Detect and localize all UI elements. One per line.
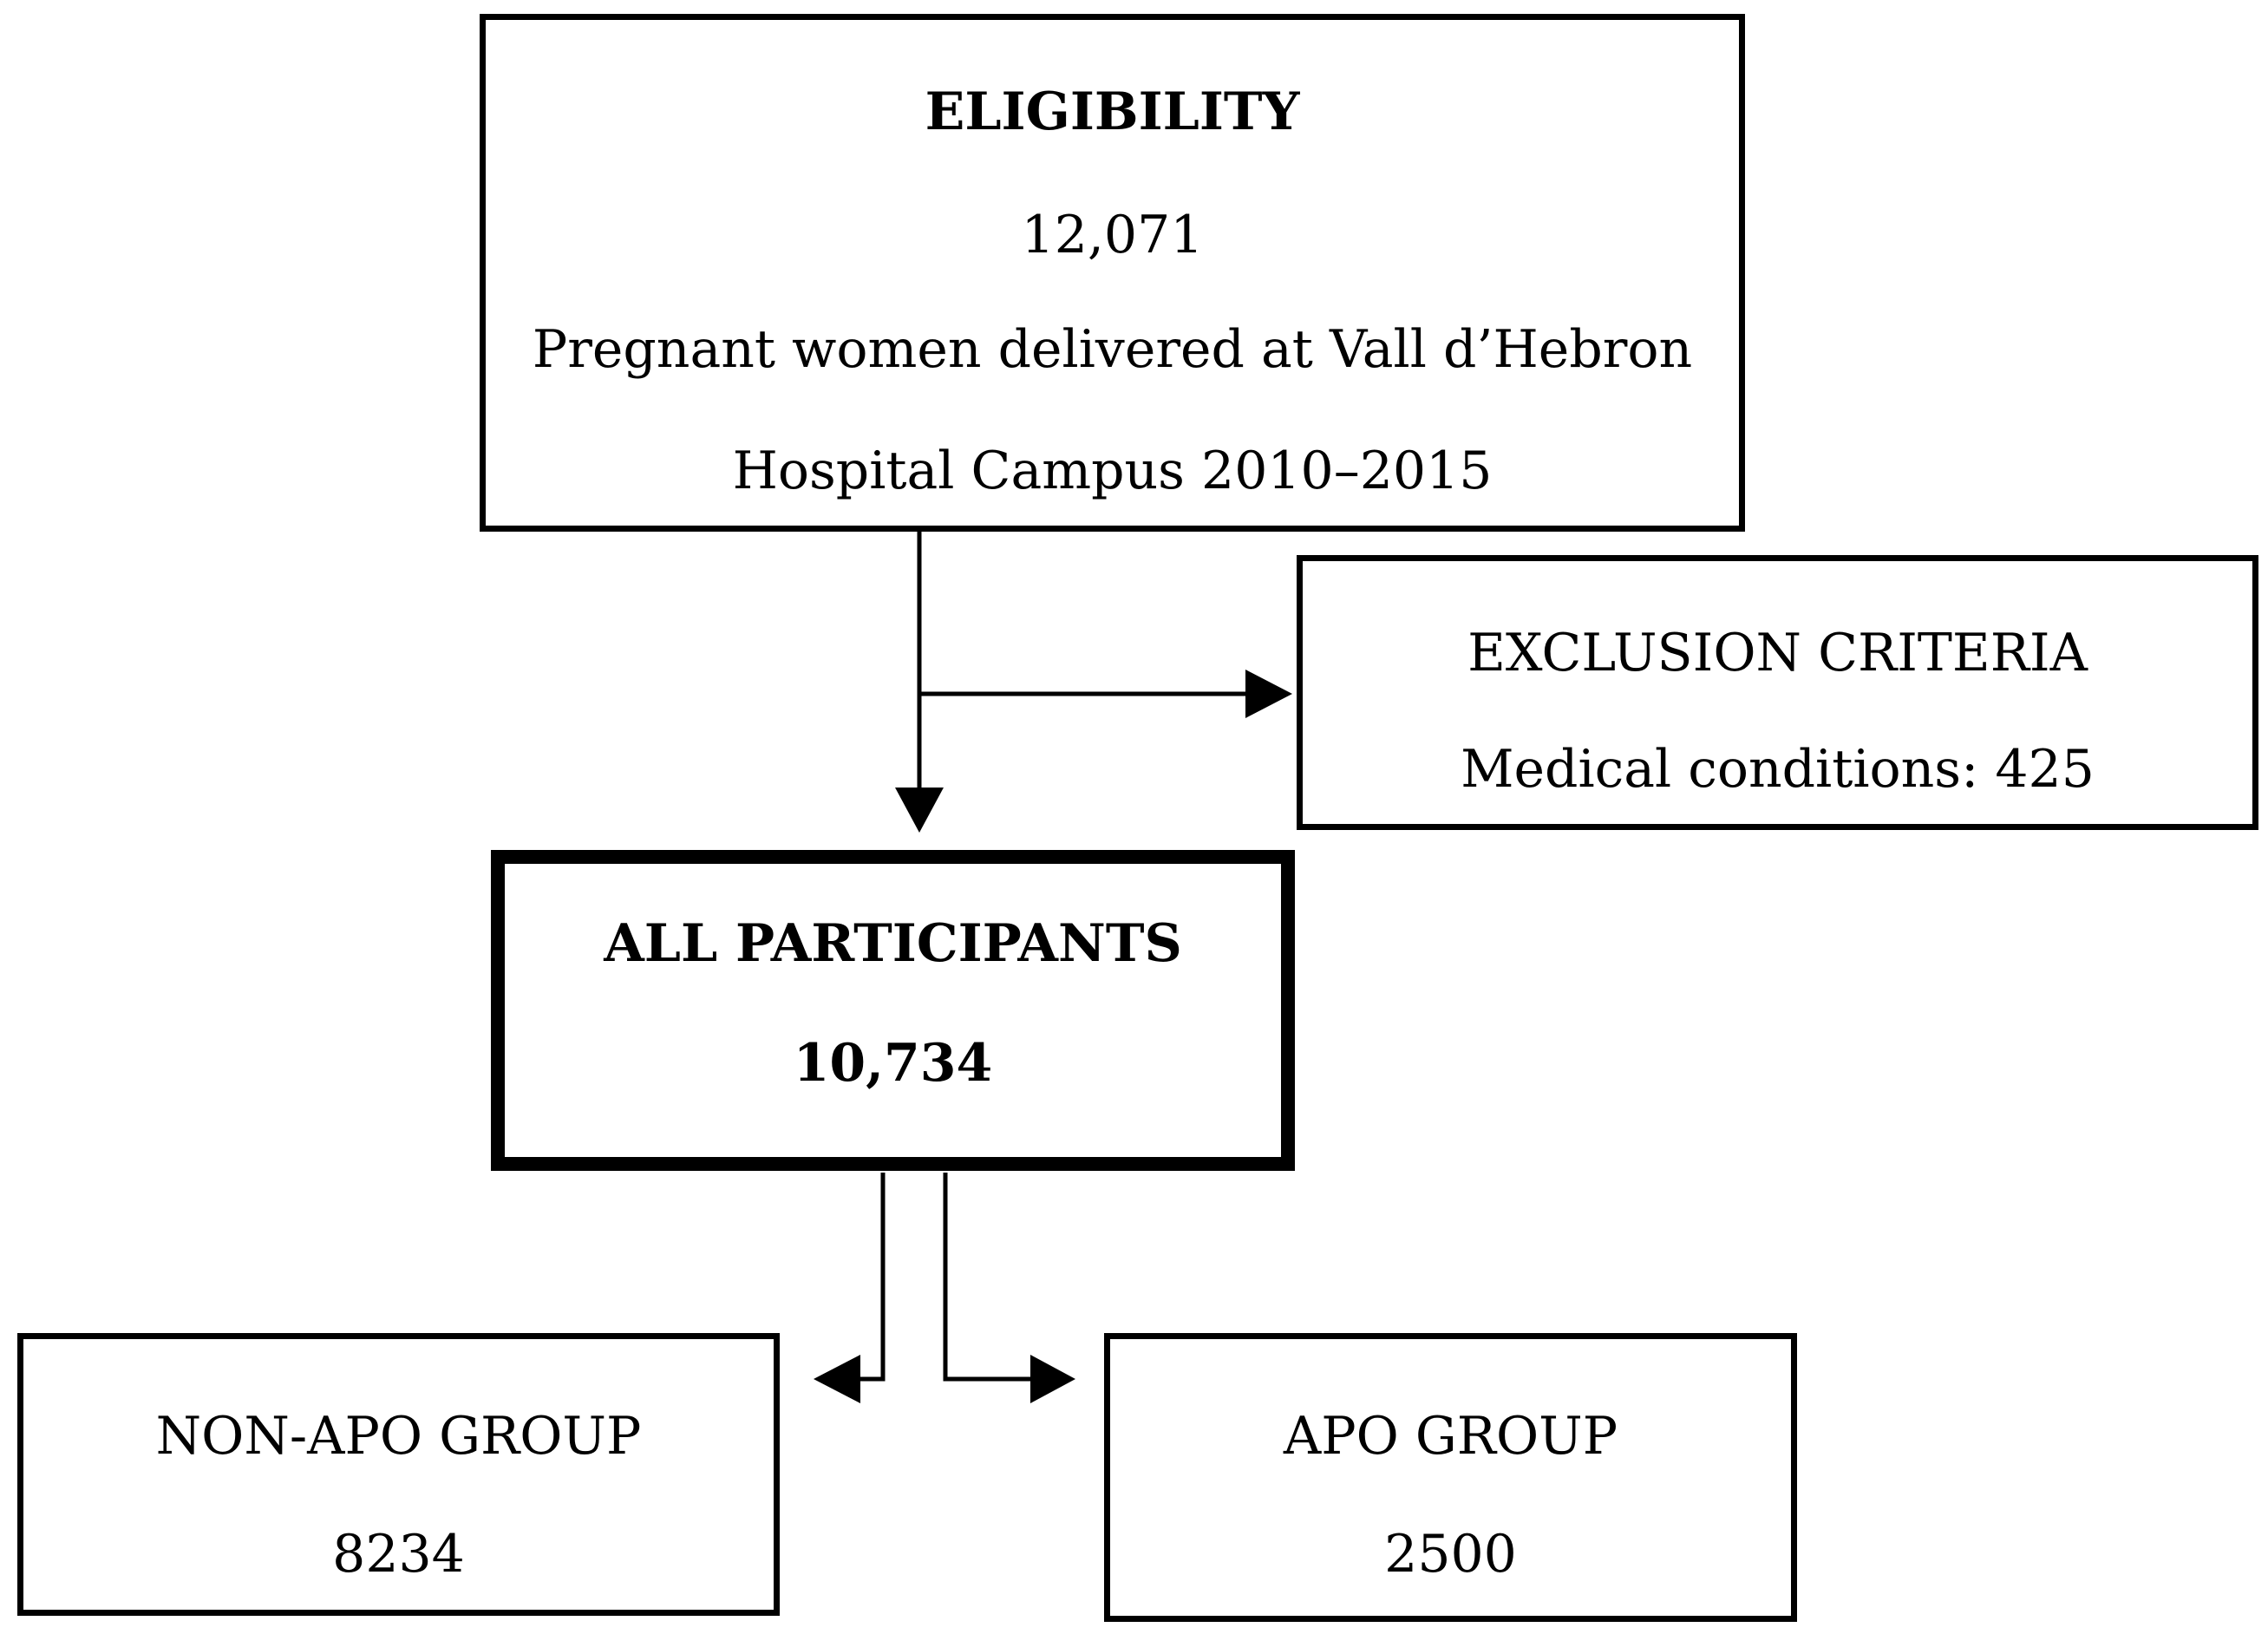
exclusion-heading: EXCLUSION CRITERIA xyxy=(1467,623,2088,683)
apo-group-box: APO GROUP 2500 xyxy=(1104,1333,1797,1622)
apo-group-heading: APO GROUP xyxy=(1283,1406,1618,1467)
eligibility-box: ELIGIBILITY 12,071 Pregnant women delive… xyxy=(480,14,1745,532)
arrow-down-to-participants xyxy=(895,788,944,833)
all-participants-count: 10,734 xyxy=(793,1033,993,1094)
eligibility-count: 12,071 xyxy=(1021,205,1204,265)
arrow-left-to-non-apo xyxy=(814,1355,860,1403)
exclusion-box: EXCLUSION CRITERIA Medical conditions: 4… xyxy=(1297,555,2258,830)
exclusion-detail: Medical conditions: 425 xyxy=(1461,739,2095,800)
all-participants-box: ALL PARTICIPANTS 10,734 xyxy=(491,850,1295,1171)
non-apo-group-box: NON-APO GROUP 8234 xyxy=(17,1333,780,1616)
arrow-right-to-apo xyxy=(1030,1355,1075,1403)
eligibility-heading: ELIGIBILITY xyxy=(925,82,1300,142)
non-apo-group-count: 8234 xyxy=(332,1524,465,1585)
arrow-right-to-exclusion xyxy=(1245,670,1292,718)
apo-group-count: 2500 xyxy=(1384,1524,1517,1585)
non-apo-group-heading: NON-APO GROUP xyxy=(155,1406,642,1467)
eligibility-description-line1: Pregnant women delivered at Vall d’Hebro… xyxy=(532,319,1693,380)
connector-to-non-apo xyxy=(859,1173,886,1382)
all-participants-heading: ALL PARTICIPANTS xyxy=(604,913,1182,974)
connector-to-apo xyxy=(943,1173,1034,1382)
eligibility-description-line2: Hospital Campus 2010–2015 xyxy=(732,441,1493,501)
